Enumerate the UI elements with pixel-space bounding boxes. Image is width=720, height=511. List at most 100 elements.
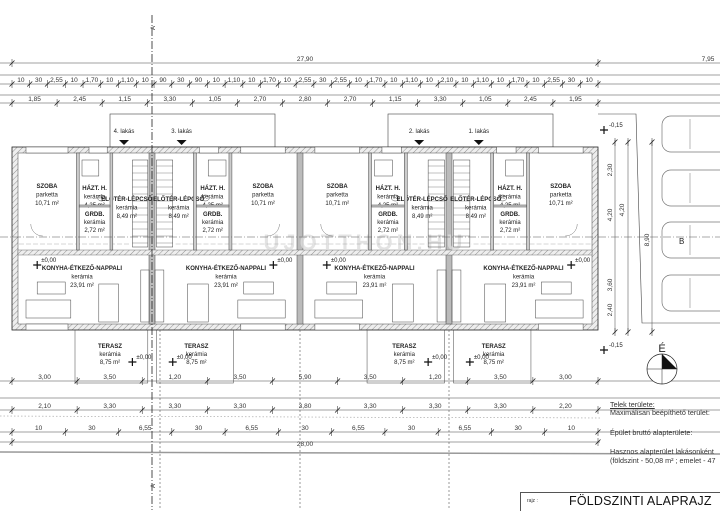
partition-wall bbox=[404, 152, 408, 251]
hazt-floor: kerámia bbox=[377, 195, 399, 201]
fine-dimension-value: 10 bbox=[532, 77, 540, 84]
fine-dimension-value: 2,55 bbox=[299, 77, 312, 84]
szoba-name: SZOBA bbox=[253, 184, 275, 190]
konyha-floor: kerámia bbox=[364, 275, 386, 281]
fine-dimension-value: 30 bbox=[177, 77, 185, 84]
hazt-name: HÁZT. H. bbox=[376, 185, 401, 192]
terrace bbox=[156, 329, 234, 384]
bottom-dimension-value: 3,00 bbox=[38, 374, 51, 381]
window bbox=[314, 323, 360, 331]
window bbox=[240, 323, 286, 331]
konyha-area: 23,91 m² bbox=[214, 283, 238, 289]
entrance-arrow-icon bbox=[176, 140, 187, 145]
bottom-dimension-value: 30 bbox=[514, 425, 522, 432]
fine-dimension-value: 30 bbox=[35, 77, 43, 84]
window bbox=[381, 146, 402, 154]
grdb-floor: kerámia bbox=[84, 220, 106, 226]
unit-label: 2. lakás bbox=[409, 129, 430, 135]
floor-elevation: ±0,00 bbox=[331, 258, 347, 264]
fine-dimension-value: 10 bbox=[248, 77, 256, 84]
eloter-name: ELŐTÉR-LÉPCSŐ bbox=[450, 195, 501, 203]
kitchen-counter bbox=[154, 269, 165, 323]
fine-dimension-value: 90 bbox=[195, 77, 203, 84]
konyha-area: 23,91 m² bbox=[70, 283, 94, 289]
coffee-table-furniture bbox=[541, 281, 572, 295]
fine-dimension-value: 10 bbox=[461, 77, 469, 84]
bottom-dimension-value: 3,30 bbox=[429, 403, 442, 410]
window bbox=[496, 146, 517, 154]
terrace-elevation: ±0,00 bbox=[432, 355, 448, 361]
bottom-dimension-value: 30 bbox=[408, 425, 416, 432]
kitchen-counter bbox=[140, 269, 150, 323]
grdb-floor: kerámia bbox=[202, 220, 224, 226]
fine-dimension-value: 30 bbox=[319, 77, 327, 84]
fine-dimension-value: 2,55 bbox=[547, 77, 560, 84]
top-dimension-value: 2,70 bbox=[344, 96, 357, 103]
terasz-area: 8,75 m² bbox=[186, 360, 206, 366]
door-swing-icon bbox=[267, 223, 280, 237]
bottom-dimension-value: 30 bbox=[301, 425, 309, 432]
sofa-furniture bbox=[237, 299, 286, 319]
terasz-floor: kerámia bbox=[483, 352, 505, 358]
sofa-furniture bbox=[535, 299, 584, 319]
bottom-dimension-value: 10 bbox=[35, 425, 43, 432]
party-wall bbox=[296, 152, 304, 325]
terasz-area: 8,75 m² bbox=[100, 360, 120, 366]
bottom-dimension-value: 1,20 bbox=[168, 374, 181, 381]
dining-table-furniture bbox=[187, 283, 209, 323]
top-dimension-value: 2,70 bbox=[254, 96, 267, 103]
dining-table-furniture bbox=[392, 283, 414, 323]
washbasin-icon bbox=[391, 194, 400, 202]
entrance-arrow-icon bbox=[119, 140, 129, 145]
szoba-floor: parketta bbox=[252, 193, 274, 199]
bottom-dimension-value: 30 bbox=[195, 425, 203, 432]
bottom-dimension-value: 2,20 bbox=[559, 403, 572, 410]
terrace bbox=[366, 329, 445, 384]
ground-elevation: -0,15 bbox=[609, 343, 623, 349]
bottom-dimension-value: 6,55 bbox=[458, 425, 471, 432]
bottom-dimension-value: 3,80 bbox=[299, 403, 312, 410]
floor-elevation: ±0,00 bbox=[277, 258, 293, 264]
grdb-area: 2,72 m² bbox=[84, 228, 104, 234]
coffee-table-furniture bbox=[243, 281, 274, 295]
grdb-floor: kerámia bbox=[377, 220, 399, 226]
top-dimension-value: 1,05 bbox=[479, 96, 492, 103]
konyha-floor: kerámia bbox=[513, 275, 535, 281]
elevation-mark-icon bbox=[465, 358, 474, 366]
fine-dimension-value: 2,10 bbox=[441, 77, 454, 84]
konyha-name: KONYHA-ÉTKEZŐ-NAPPALI bbox=[186, 264, 267, 272]
entrance-arrow-icon bbox=[414, 140, 425, 145]
bottom-dimension-value: 3,30 bbox=[364, 403, 377, 410]
szoba-area: 10,71 m² bbox=[251, 201, 275, 207]
staircase bbox=[132, 159, 149, 248]
grdb-name: GRDB. bbox=[203, 212, 223, 218]
fine-dimension-value: 10 bbox=[142, 77, 150, 84]
elevation-mark-icon bbox=[33, 261, 42, 269]
entrance-arrow-icon bbox=[473, 140, 484, 145]
door-swing-icon bbox=[30, 223, 43, 237]
konyha-floor: kerámia bbox=[215, 275, 237, 281]
konyha-area: 23,91 m² bbox=[512, 283, 536, 289]
fine-dimension-value: 1,70 bbox=[86, 77, 99, 84]
window bbox=[199, 146, 219, 154]
coffee-table-furniture bbox=[326, 281, 357, 295]
bathtub-fixture bbox=[505, 159, 524, 177]
top-dimension-value: 1,15 bbox=[389, 96, 402, 103]
hazt-name: HÁZT. H. bbox=[82, 185, 107, 192]
szoba-floor: parketta bbox=[36, 193, 58, 199]
bottom-dimension-value: 3,00 bbox=[559, 374, 572, 381]
bottom-dimension-value: 10 bbox=[568, 425, 576, 432]
door-swing-icon bbox=[565, 223, 578, 237]
elevation-mark-icon bbox=[424, 358, 433, 366]
terrace-elevation: ±0,00 bbox=[177, 355, 193, 361]
terasz-name: TERASZ bbox=[392, 344, 416, 350]
plot-area-label: Telek területe: bbox=[610, 400, 655, 409]
side-dimension-value: 3,60 bbox=[607, 278, 614, 291]
elevation-mark-icon bbox=[168, 358, 177, 366]
washbasin-icon bbox=[97, 194, 106, 202]
fine-dimension-value: 2,55 bbox=[334, 77, 347, 84]
eloter-floor: kerámia bbox=[465, 206, 487, 212]
